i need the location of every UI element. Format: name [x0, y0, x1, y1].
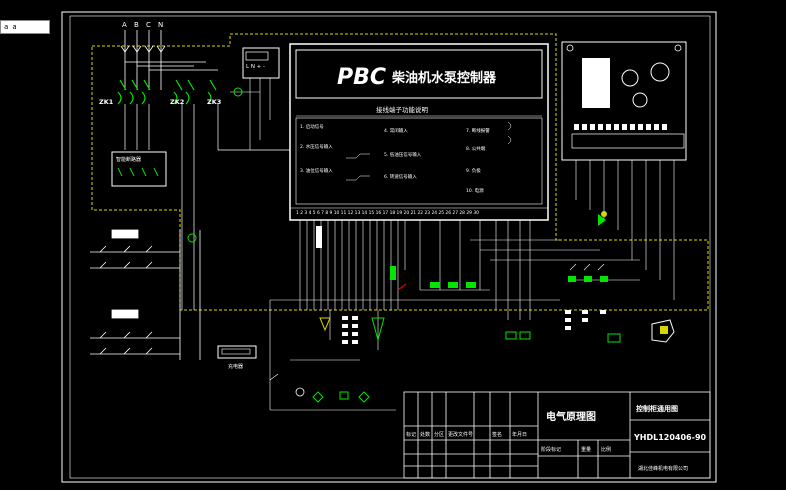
relay-coil: [390, 266, 396, 280]
title-row-label-5: 签名: [492, 431, 502, 438]
outer-frame: [61, 11, 717, 483]
controller-item-9: 9. 负极: [466, 167, 481, 174]
pbc-controller: [289, 43, 549, 221]
left-switch-groups: [90, 229, 201, 360]
title-block: [403, 391, 711, 479]
controller-wiring: [270, 220, 640, 320]
charger-box: [217, 345, 257, 359]
smart-breaker-label: 智能断路器: [116, 156, 141, 163]
title-row-label-4: 更改文件号: [448, 431, 473, 438]
title-row-label-1: 标记: [406, 431, 416, 438]
title-block-drawing-no: YHDL120406-90: [633, 433, 707, 442]
controller-item-2: 2. 水压信号输入: [300, 143, 333, 150]
controller-item-6: 6. 转速信号输入: [384, 173, 417, 180]
title-block-title: 电气原理图: [546, 410, 596, 423]
controller-item-1: 1. 启动信号: [300, 123, 324, 130]
inner-frame: [69, 15, 711, 479]
controller-fuse: [316, 226, 322, 248]
phase-label-b: B: [134, 21, 139, 29]
smart-breaker-box: [111, 151, 167, 187]
controller-item-4: 4. 常闭输入: [384, 127, 408, 134]
phase-label-n: N: [158, 21, 163, 29]
engine-panel: [561, 41, 687, 161]
panel-terminals: [574, 124, 667, 130]
display-module: [582, 58, 610, 108]
title-sub-label-3: 比例: [601, 446, 611, 453]
controller-item-8: 8. 公共端: [466, 145, 486, 152]
title-row-label-6: 年月日: [512, 431, 527, 438]
command-input[interactable]: a a: [0, 20, 50, 34]
controller-product: 柴油机水泵控制器: [391, 70, 497, 86]
power-terminal-label: L N + -: [246, 64, 265, 70]
phase-label-a: A: [122, 21, 127, 29]
phase-bus: [120, 30, 218, 90]
title-row-label-2: 处数: [420, 431, 430, 438]
title-sub-label-1: 阶段标记: [541, 446, 561, 453]
controller-header: [295, 49, 543, 99]
cabinet-boundary: [91, 33, 709, 311]
controller-section-title: 接线端子功能说明: [376, 105, 429, 114]
title-block-drawing-name: 控制柜通用图: [636, 404, 678, 413]
controller-terminal-numbers: 1 2 3 4 5 6 7 8 9 10 11 12 13 14 15 16 1…: [296, 210, 479, 216]
controller-brand: PBC: [337, 65, 386, 90]
breaker-group: [117, 79, 217, 105]
controller-item-3: 3. 油位信号输入: [300, 167, 333, 174]
controller-item-5: 5. 低油压信号输入: [384, 151, 422, 158]
breaker-label-zk2: ZK2: [170, 98, 184, 106]
breaker-label-zk3: ZK3: [207, 98, 221, 106]
title-block-company: 湖北佳峰机电有限公司: [638, 465, 688, 472]
charger-label: 充电器: [228, 363, 243, 370]
controller-item-7: 7. 断线报警: [466, 127, 490, 134]
controller-item-10: 10. 电源: [466, 187, 484, 194]
power-terminal-block: [242, 47, 280, 79]
title-sub-label-2: 重量: [581, 446, 591, 453]
phase-label-c: C: [146, 21, 151, 29]
starter-motor-icon: [651, 319, 675, 343]
title-row-label-3: 分区: [434, 431, 444, 438]
breaker-label-zk1: ZK1: [99, 98, 114, 106]
